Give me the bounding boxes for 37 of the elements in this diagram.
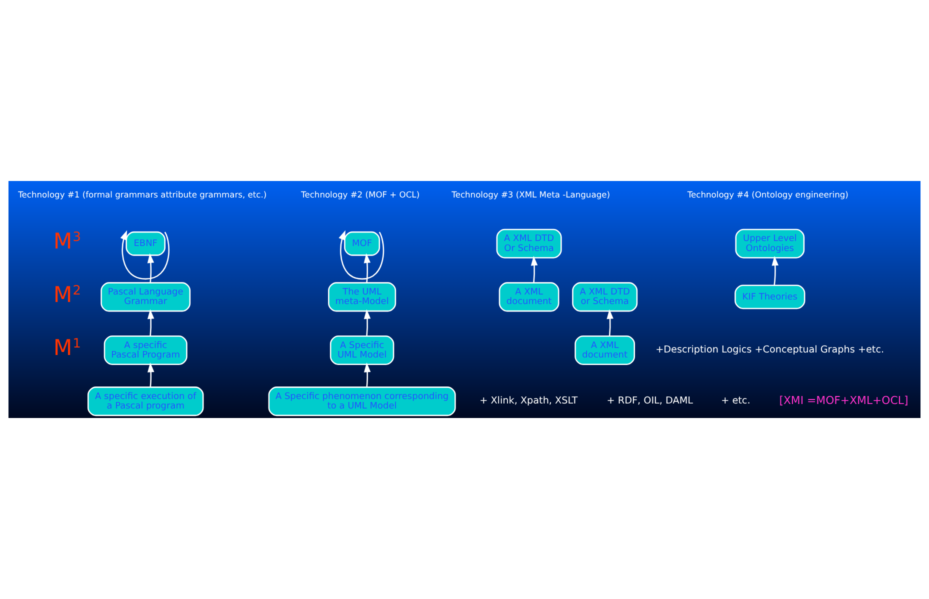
node-box: Upper Level Ontologies bbox=[735, 228, 805, 258]
label: Technology #2 (MOF + OCL) bbox=[301, 189, 420, 200]
node-box: A Specific phenomenon corresponding to a UML Model bbox=[268, 386, 456, 416]
arrow bbox=[120, 230, 170, 280]
arrow bbox=[147, 253, 154, 283]
arrow bbox=[148, 362, 154, 388]
node-box: A XML DTD Or Schema bbox=[496, 228, 562, 258]
node-box: KIF Theories bbox=[734, 284, 806, 310]
label: M$^{2}$ bbox=[53, 282, 81, 308]
node-box: A XML document bbox=[498, 282, 560, 312]
node-box: EBNF bbox=[126, 231, 166, 256]
node-box: A specific Pascal Program bbox=[104, 335, 188, 366]
label: Technology #4 (Ontology engineering) bbox=[687, 189, 848, 200]
arrow bbox=[606, 309, 614, 336]
arrow bbox=[338, 230, 384, 280]
arrow bbox=[364, 362, 371, 388]
label: [XMI =MOF+XML+OCL] bbox=[779, 394, 908, 407]
arrow bbox=[147, 309, 154, 336]
arrow bbox=[772, 256, 779, 286]
label: +Description Logics +Conceptual Graphs +etc. bbox=[656, 344, 884, 356]
arrow bbox=[364, 309, 371, 336]
node-box: The UML meta-Model bbox=[328, 282, 396, 312]
node-box: MOF bbox=[344, 231, 380, 256]
arrow bbox=[530, 256, 538, 283]
label: M$^{1}$ bbox=[53, 336, 81, 362]
node-box: A Specific UML Model bbox=[330, 335, 394, 366]
node-box: A specific execution of a Pascal program bbox=[87, 386, 204, 416]
label: M$^{3}$ bbox=[53, 230, 81, 255]
label: Technology #1 (formal grammars attribute grammars, etc.) bbox=[18, 189, 267, 200]
label: + RDF, OIL, DAML bbox=[606, 396, 694, 407]
label: + etc. bbox=[721, 396, 750, 407]
node-box: A XML document bbox=[574, 335, 636, 366]
node-box: A XML DTD or Schema bbox=[572, 282, 638, 312]
label: Technology #3 (XML Meta -Language) bbox=[452, 189, 610, 200]
node-box: Pascal Language Grammar bbox=[100, 282, 191, 312]
arrow bbox=[364, 253, 371, 283]
label: + Xlink, Xpath, XSLT bbox=[480, 396, 578, 407]
